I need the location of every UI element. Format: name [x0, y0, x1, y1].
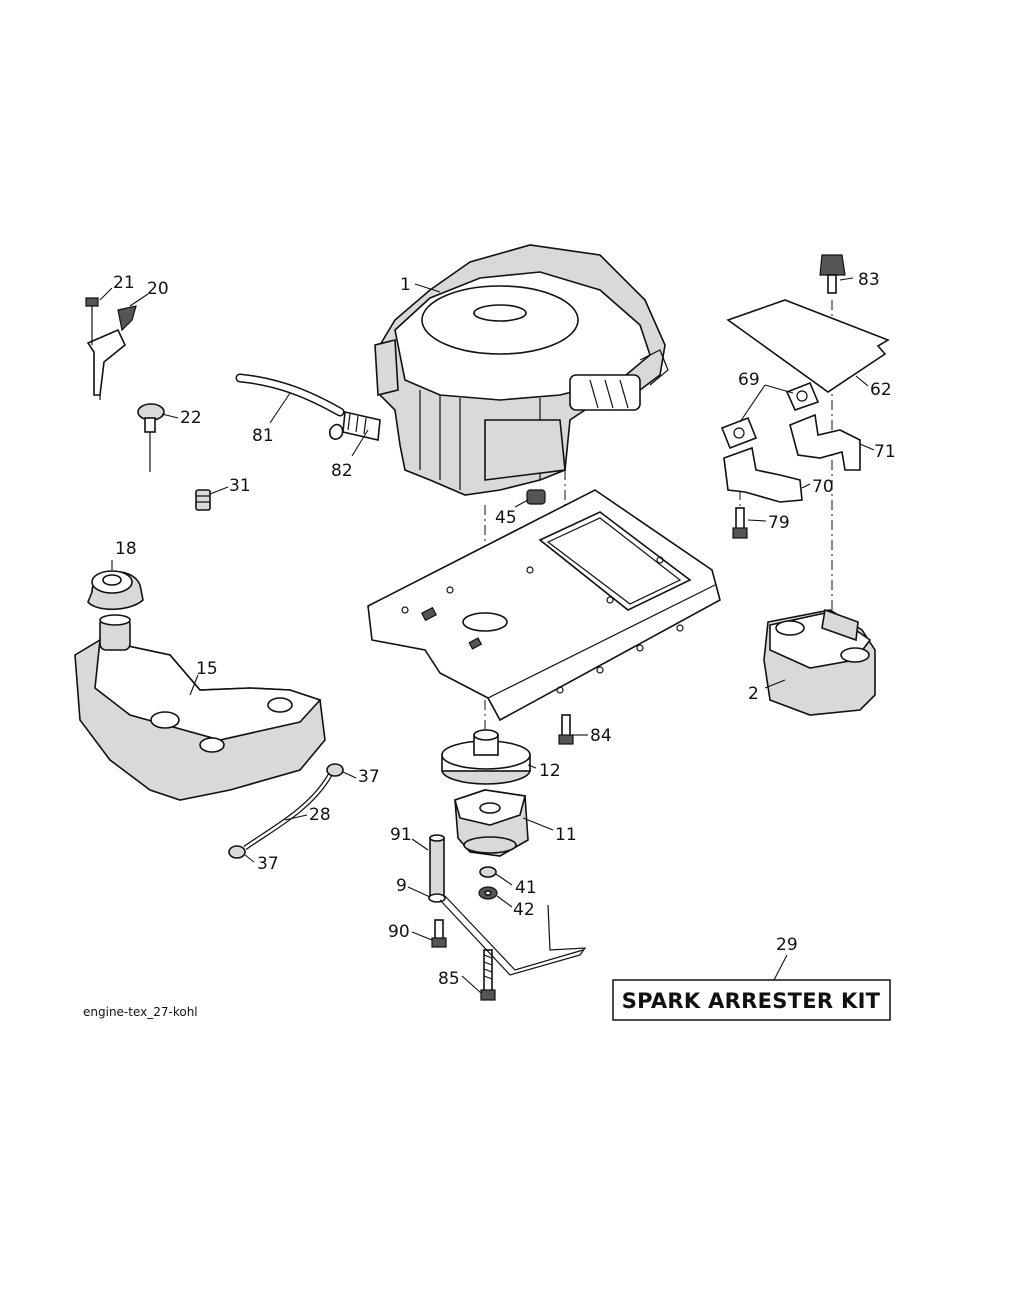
- callout-9: 9: [396, 876, 407, 896]
- callout-15: 15: [196, 659, 218, 679]
- callout-79: 79: [768, 513, 790, 533]
- callout-18: 18: [115, 539, 137, 559]
- fuel-hose: [235, 373, 345, 417]
- exhaust-pipe-left: [723, 446, 803, 503]
- washer-9: [428, 893, 446, 903]
- callout-45: 45: [495, 508, 517, 528]
- callout-1: 1: [400, 275, 411, 295]
- callout-84: 84: [590, 726, 612, 746]
- callout-42: 42: [513, 900, 535, 920]
- callout-71: 71: [874, 442, 896, 462]
- hose-clamp-upper: [326, 763, 344, 777]
- spark-arrester-kit-label: SPARK ARRESTER KIT: [622, 989, 881, 1013]
- choke-knob: [137, 403, 165, 472]
- chassis-frame: [367, 489, 721, 722]
- bolt-90: [431, 919, 447, 948]
- nut-45: [526, 489, 546, 505]
- callout-37-lower: 37: [257, 854, 279, 874]
- callout-29: 29: [776, 935, 798, 955]
- spacer-91: [429, 834, 445, 897]
- bolt-79: [732, 507, 748, 539]
- callout-69: 69: [738, 370, 760, 390]
- heat-shield: [726, 299, 890, 393]
- washer-41: [479, 866, 497, 878]
- fuel-filter: [328, 411, 381, 441]
- callout-91: 91: [390, 825, 412, 845]
- callout-31: 31: [229, 476, 251, 496]
- callout-2: 2: [748, 684, 759, 704]
- callout-11: 11: [555, 825, 577, 845]
- bolt-84: [558, 714, 574, 745]
- callout-70: 70: [812, 477, 834, 497]
- callout-83: 83: [858, 270, 880, 290]
- callout-85: 85: [438, 969, 460, 989]
- fitting-31: [195, 489, 211, 511]
- callout-labels: 1 21 20 22 31 81 82 45 18 15 37 28 37 83…: [113, 270, 896, 989]
- callout-62: 62: [870, 380, 892, 400]
- callout-20: 20: [147, 279, 169, 299]
- exhaust-gasket-right: [785, 381, 820, 411]
- exhaust-gasket-left: [720, 416, 758, 450]
- callout-28: 28: [309, 805, 331, 825]
- fuel-tank: [74, 614, 326, 801]
- throttle-control: [85, 297, 137, 400]
- callout-12: 12: [539, 761, 561, 781]
- spark-arrester-kit-box: SPARK ARRESTER KIT: [612, 979, 891, 1021]
- pulley: [441, 729, 531, 785]
- pto-clutch: [454, 789, 529, 857]
- muffler: [763, 608, 876, 716]
- bolt-85: [480, 949, 496, 1001]
- washer-42: [478, 886, 498, 900]
- exhaust-pipe-right: [789, 413, 861, 471]
- callout-21: 21: [113, 273, 135, 293]
- callout-22: 22: [180, 408, 202, 428]
- hose-clamp-lower: [228, 845, 246, 859]
- callout-90: 90: [388, 922, 410, 942]
- fuel-line: [243, 773, 333, 851]
- callout-41: 41: [515, 878, 537, 898]
- clutch-rod: [439, 895, 587, 976]
- knob-83: [819, 254, 846, 294]
- diagram-reference: engine-tex_27-kohl: [83, 1005, 198, 1019]
- callout-81: 81: [252, 426, 274, 446]
- callout-leaders: [99, 277, 875, 994]
- fuel-cap: [87, 570, 144, 611]
- callout-37-upper: 37: [358, 767, 380, 787]
- engine: [374, 244, 669, 496]
- callout-82: 82: [331, 461, 353, 481]
